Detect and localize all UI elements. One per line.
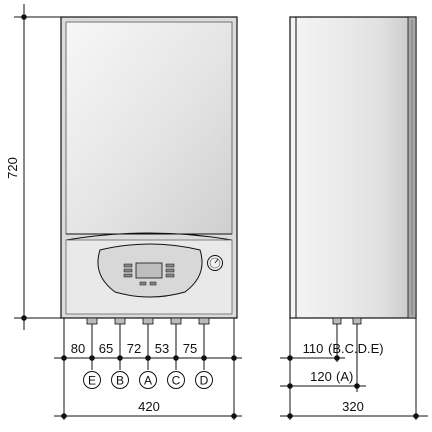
width-label: 420 bbox=[138, 399, 160, 414]
lcd-screen bbox=[135, 262, 163, 279]
connector-label-5: D bbox=[200, 374, 209, 388]
connector-label-2: B bbox=[116, 374, 124, 388]
spacing-dots bbox=[61, 355, 237, 361]
offset-bcde-group: (B.C.D.E) bbox=[328, 341, 384, 356]
offset-a-group: (A) bbox=[336, 369, 353, 384]
connector-label-3: A bbox=[144, 374, 152, 388]
connector-label-4: C bbox=[172, 374, 181, 388]
spacing-label-3: 72 bbox=[127, 341, 141, 356]
connector-label-1: E bbox=[88, 374, 96, 388]
pipe-connectors bbox=[86, 317, 210, 325]
depth-label: 320 bbox=[342, 399, 364, 414]
front-view: 720 80 65 72 53 75 E B A bbox=[5, 4, 242, 420]
spacing-label-2: 65 bbox=[99, 341, 113, 356]
control-panel-curve bbox=[65, 232, 233, 241]
front-panel bbox=[65, 21, 233, 235]
height-label: 720 bbox=[5, 157, 20, 179]
spacing-label-4: 53 bbox=[155, 341, 169, 356]
connector-markers: E B A C D bbox=[83, 371, 213, 389]
side-pipe-connectors bbox=[332, 317, 362, 325]
offset-bcde-value: 110 bbox=[303, 341, 324, 356]
side-view: 110 (B.C.D.E) 120 (A) 320 bbox=[280, 16, 428, 420]
offset-a-value: 120 bbox=[310, 369, 332, 384]
spacing-label-1: 80 bbox=[71, 341, 85, 356]
spacing-label-5: 75 bbox=[183, 341, 197, 356]
keypad-buttons bbox=[123, 263, 175, 286]
side-casing bbox=[289, 16, 417, 319]
